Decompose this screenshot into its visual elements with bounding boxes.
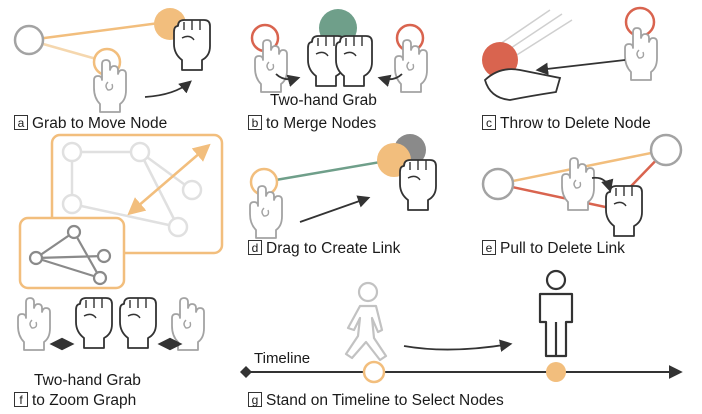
panel-g-graphic (240, 269, 683, 384)
panel-d-graphic (249, 134, 437, 239)
caption-c-text: Throw to Delete Node (500, 115, 651, 132)
arrow-icon (275, 73, 301, 87)
panel-letter-g: g (248, 392, 262, 407)
timeline-start-diamond (240, 366, 252, 378)
caption-b: b to Merge Nodes (248, 115, 376, 133)
caption-e-text: Pull to Delete Link (500, 240, 625, 257)
panel-letter-e: e (482, 240, 496, 255)
walking-person-icon (344, 281, 388, 362)
hand-icon (249, 185, 283, 239)
node-gray (13, 24, 45, 56)
arrow-icon (403, 339, 513, 352)
caption-g-text: Stand on Timeline to Select Nodes (266, 392, 504, 409)
panel-letter-f: f (14, 392, 28, 407)
caption-f-line1: Two-hand Grab (34, 372, 141, 389)
caption-b-line1: Two-hand Grab (270, 92, 377, 109)
arrow-icon (591, 176, 614, 193)
panel-letter-a: a (14, 115, 28, 130)
standing-person-icon (538, 269, 574, 358)
panel-f-graphic (17, 133, 224, 351)
timeline-label: Timeline (254, 350, 311, 367)
caption-b-text: to Merge Nodes (266, 115, 377, 132)
panel-a-graphic (13, 8, 211, 113)
caption-f: f to Zoom Graph (14, 392, 136, 410)
arrow-icon (144, 80, 192, 98)
hand-icon (171, 297, 205, 351)
caption-d: d Drag to Create Link (248, 240, 400, 258)
fist-icon (173, 19, 211, 71)
caption-d-text: Drag to Create Link (266, 240, 401, 257)
fist-icon (605, 185, 643, 237)
caption-g: g Stand on Timeline to Select Nodes (248, 392, 504, 410)
panel-letter-d: d (248, 240, 262, 255)
fist-icon (75, 297, 113, 349)
caption-c: c Throw to Delete Node (482, 115, 651, 133)
caption-e: e Pull to Delete Link (482, 240, 625, 258)
fist-icon (119, 297, 157, 349)
fist-icon (335, 35, 373, 87)
hand-icon (17, 297, 51, 351)
caption-f-text: to Zoom Graph (32, 392, 137, 409)
caption-a-text: Grab to Move Node (32, 115, 168, 132)
panel-e-graphic (481, 133, 683, 237)
arrow-icon (377, 73, 403, 87)
panel-c-graphic (482, 6, 658, 101)
arrow-icon (535, 59, 626, 76)
hand-icon (483, 68, 562, 101)
arrow-icon (299, 195, 371, 223)
panel-b-graphic (250, 9, 428, 93)
hand-icon (624, 27, 658, 81)
fist-icon (399, 159, 437, 211)
caption-a: a Grab to Move Node (14, 115, 167, 133)
panel-letter-b: b (248, 115, 262, 130)
panel-letter-c: c (482, 115, 496, 130)
